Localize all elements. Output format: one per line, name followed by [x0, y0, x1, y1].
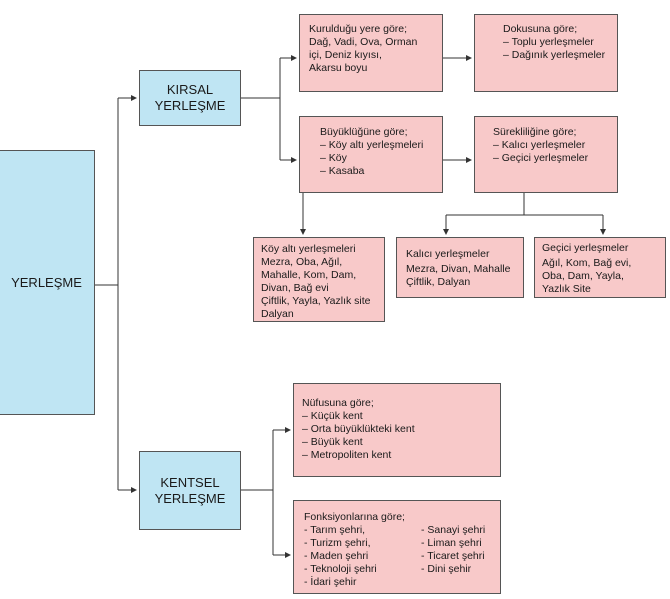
kalici-title: Kalıcı yerleşmeler [406, 248, 490, 260]
fonksiyon-col-2: - Sanayi şehri - Liman şehri - Ticaret ş… [421, 524, 485, 589]
surekliligine-title: Sürekliliğine göre; [493, 126, 577, 138]
kuruldugu-node: Kurulduğu yere göre; Dağ, Vadi, Ova, Orm… [299, 14, 443, 92]
nufusuna-item: – Metropoliten kent [302, 449, 392, 461]
nufusuna-node: Nüfusuna göre; – Küçük kent – Orta büyük… [293, 383, 501, 477]
fonksiyon-item: - İdari şehir [304, 576, 357, 588]
koyalti-line: Dalyan [261, 308, 294, 320]
kentsel-label-1: KENTSEL [160, 474, 220, 490]
dokusuna-node: Dokusuna göre; – Toplu yerleşmeler – Dağ… [474, 14, 618, 92]
kuruldugu-line: Dağ, Vadi, Ova, Orman [309, 36, 418, 48]
koyalti-line: Mezra, Oba, Ağıl, [261, 256, 343, 268]
dokusuna-item: – Toplu yerleşmeler [503, 36, 594, 48]
gecici-line: Oba, Dam, Yayla, [542, 270, 624, 282]
koyalti-node: Köy altı yerleşmeleri Mezra, Oba, Ağıl, … [253, 237, 385, 322]
dokusuna-title: Dokusuna göre; [503, 23, 578, 35]
kirsal-node: KIRSAL YERLEŞME [139, 70, 241, 126]
root-node: YERLEŞME [0, 150, 95, 415]
buyuklugune-item: – Köy altı yerleşmeleri [320, 139, 424, 151]
fonksiyon-item: - Turizm şehri, [304, 537, 371, 549]
buyuklugune-title: Büyüklüğüne göre; [320, 126, 408, 138]
fonksiyon-item: - Ticaret şehri [421, 550, 485, 562]
dokusuna-item: – Dağınık yerleşmeler [503, 49, 606, 61]
kirsal-label-2: YERLEŞME [154, 98, 226, 113]
koyalti-line: Divan, Bağ evi [261, 282, 329, 294]
kuruldugu-title: Kurulduğu yere göre; [309, 23, 408, 35]
nufusuna-item: – Büyük kent [302, 436, 363, 448]
connector-kirsal-trunk [241, 58, 281, 160]
kirsal-label-1: KIRSAL [166, 82, 214, 97]
buyuklugune-item: – Kasaba [320, 165, 365, 177]
fonksiyon-item: - Sanayi şehri [421, 524, 486, 536]
kentsel-label-2: YERLEŞME [154, 490, 226, 506]
kentsel-node: KENTSEL YERLEŞME [139, 451, 241, 530]
buyuklugune-item: – Köy [320, 152, 347, 164]
gecici-node: Geçici yerleşmeler Ağıl, Kom, Bağ evi, O… [534, 237, 666, 298]
gecici-title: Geçici yerleşmeler [542, 242, 629, 254]
koyalti-title: Köy altı yerleşmeleri [261, 243, 356, 255]
nufusuna-title: Nüfusuna göre; [302, 397, 374, 409]
nufusuna-item: – Küçük kent [302, 410, 363, 422]
koyalti-line: Mahalle, Kom, Dam, [261, 269, 357, 281]
gecici-line: Yazlık Site [542, 283, 591, 295]
fonksiyon-title: Fonksiyonlarına göre; [304, 511, 405, 523]
buyuklugune-node: Büyüklüğüne göre; – Köy altı yerleşmeler… [299, 116, 443, 193]
gecici-line: Ağıl, Kom, Bağ evi, [542, 257, 632, 269]
surekliligine-node: Sürekliliğine göre; – Kalıcı yerleşmeler… [474, 116, 618, 193]
kalici-line: Mezra, Divan, Mahalle [406, 263, 511, 275]
kalici-line: Çiftlik, Dalyan [406, 276, 471, 288]
connector-root-trunk [95, 98, 119, 490]
fonksiyon-item: - Maden şehri [304, 550, 369, 562]
connector-kentsel-trunk [241, 430, 274, 555]
surekliligine-item: – Kalıcı yerleşmeler [493, 139, 586, 151]
fonksiyon-item: - Liman şehri [421, 537, 482, 549]
connector-sureklilik-split [446, 193, 603, 216]
root-label: YERLEŞME [11, 274, 82, 290]
fonksiyon-col-1: - Tarım şehri, - Turizm şehri, - Maden ş… [304, 524, 421, 589]
koyalti-line: Çiftlik, Yayla, Yazlık site [261, 295, 371, 307]
fonksiyon-item: - Dini şehir [421, 563, 472, 575]
surekliligine-item: – Geçici yerleşmeler [493, 152, 589, 164]
nufusuna-item: – Orta büyüklükteki kent [302, 423, 415, 435]
kalici-node: Kalıcı yerleşmeler Mezra, Divan, Mahalle… [396, 237, 524, 298]
fonksiyon-node: Fonksiyonlarına göre; - Tarım şehri, - T… [293, 500, 501, 594]
fonksiyon-item: - Teknoloji şehri [304, 563, 377, 575]
fonksiyon-item: - Tarım şehri, [304, 524, 366, 536]
kuruldugu-line: içi, Deniz kıyısı, [309, 49, 382, 61]
kuruldugu-line: Akarsu boyu [309, 62, 368, 74]
fonksiyon-columns: - Tarım şehri, - Turizm şehri, - Maden ş… [304, 524, 491, 589]
